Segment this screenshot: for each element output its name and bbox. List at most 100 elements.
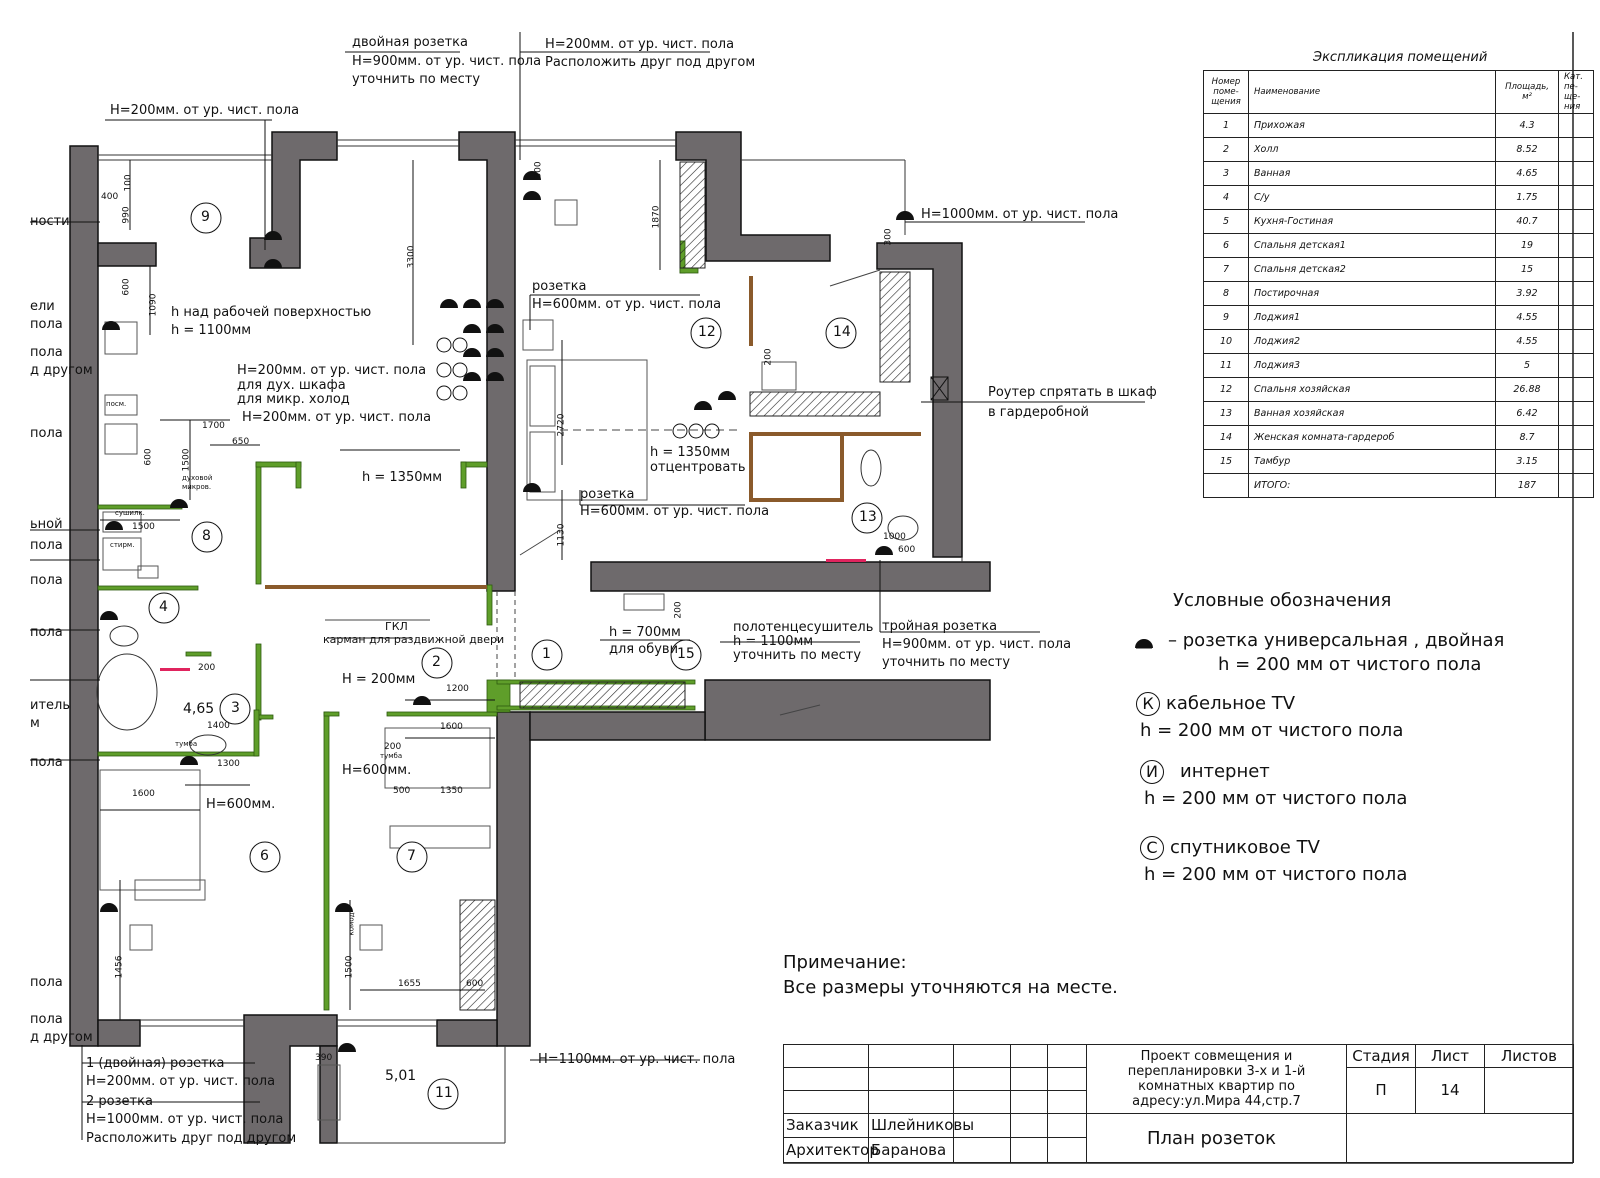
dimension-label: 600 xyxy=(143,448,154,466)
dimension-label: 3300 xyxy=(406,245,417,269)
table-cell-area: 26.88 xyxy=(1495,377,1559,402)
annotation: Н=1100мм. от ур. чист. пола xyxy=(538,1052,736,1067)
table-cell-num: 9 xyxy=(1203,305,1249,330)
clipped-annotation: ели xyxy=(30,299,55,314)
table-cell-cat xyxy=(1558,233,1594,258)
table-cell-cat xyxy=(1558,329,1594,354)
annotation: для обуви xyxy=(609,642,679,657)
table-cell-num: 6 xyxy=(1203,233,1249,258)
header-name: Наименование xyxy=(1248,70,1496,114)
table-cell-area: 4.55 xyxy=(1495,329,1559,354)
room-label-1: 1 xyxy=(542,646,551,662)
customer-label: Заказчик xyxy=(783,1113,869,1138)
customer-name: Шлейниковы xyxy=(868,1113,974,1138)
dimension-label: 600 xyxy=(466,979,484,989)
window-lines xyxy=(98,139,963,1144)
header-cat: Кат. пе-ще-ния xyxy=(1558,70,1594,114)
table-cell-area: 6.42 xyxy=(1495,401,1559,426)
annotation: Н=900мм. от ур. чист. пола xyxy=(352,54,542,69)
fixture-label: посм. xyxy=(106,400,127,408)
table-cell-num: 3 xyxy=(1203,161,1249,186)
table-cell-area: 3.92 xyxy=(1495,281,1559,306)
dimension-label: 1300 xyxy=(217,759,240,769)
clipped-annotation: м xyxy=(30,716,40,731)
legend-internet-height: h = 200 мм от чистого пола xyxy=(1144,788,1408,809)
fixture-label: тумба xyxy=(380,752,403,760)
table-cell-num: 4 xyxy=(1203,185,1249,210)
annotation: карман для раздвижной двери xyxy=(323,633,505,646)
header-area: Площадь, м² xyxy=(1495,70,1559,114)
room-markers xyxy=(148,202,883,1110)
clipped-annotation: пола xyxy=(30,345,63,360)
table-cell-num: 8 xyxy=(1203,281,1249,306)
table-cell-cat xyxy=(1558,425,1594,450)
fixture-label: духовой микров. xyxy=(182,474,213,491)
dimension-label: 1600 xyxy=(132,789,155,799)
dimension-label: 2720 xyxy=(556,413,567,437)
table-cell-cat xyxy=(1558,377,1594,402)
legend-satellite-tv-height: h = 200 мм от чистого пола xyxy=(1144,864,1408,885)
fixture-label: сушилк. xyxy=(115,509,145,517)
annotation: h = 1100мм xyxy=(733,634,814,649)
dimension-label: 1000 xyxy=(883,532,906,542)
dimension-label: 1500 xyxy=(181,448,192,472)
dimension-label: 500 xyxy=(393,786,411,796)
table-cell-name: Спальня детская2 xyxy=(1248,257,1496,282)
table-cell-cat xyxy=(1558,257,1594,282)
legend-cable-tv-label: кабельное TV xyxy=(1166,693,1296,714)
sheet-value: 14 xyxy=(1415,1067,1485,1114)
dimension-label: 600 xyxy=(898,545,916,555)
fixture-label: тумба xyxy=(175,740,198,748)
annotation: Н=600мм. xyxy=(206,797,276,812)
table-cell-cat xyxy=(1558,185,1594,210)
table-cell-cat xyxy=(1558,281,1594,306)
dimension-label: 1400 xyxy=(207,721,230,731)
dimension-label: 1200 xyxy=(446,684,469,694)
clipped-annotation: итель xyxy=(30,698,70,713)
annotation: Роутер спрятать в шкаф xyxy=(988,385,1157,400)
table-cell-area: 15 xyxy=(1495,257,1559,282)
table-cell-cat xyxy=(1558,353,1594,378)
socket-stems xyxy=(1136,640,1152,649)
table-cell-num: 7 xyxy=(1203,257,1249,282)
table-header-row: Номер поме-щения Наименование Площадь, м… xyxy=(1203,70,1594,114)
annotation: h = 1100мм xyxy=(171,323,252,338)
legend-internet-label: интернет xyxy=(1180,761,1270,782)
room-label-9: 9 xyxy=(201,209,210,225)
dimension-label: 200 xyxy=(673,601,684,619)
explication-title: Экспликация помещений xyxy=(1313,50,1488,65)
dimension-label: 1870 xyxy=(651,205,662,229)
annotation: Н=200мм. от ур. чист. пола xyxy=(237,363,427,378)
table-cell-name: Ванная хозяйская xyxy=(1248,401,1496,426)
table-cell-name: ИТОГО: xyxy=(1248,473,1496,498)
annotation: Н=600мм. от ур. чист. пола xyxy=(532,297,722,312)
dimension-label: 300 xyxy=(533,161,544,179)
room-label-2: 2 xyxy=(432,654,441,670)
annotation: 2 розетка xyxy=(86,1094,153,1109)
fixture-label: комод xyxy=(347,912,356,936)
table-cell-area: 8.7 xyxy=(1495,425,1559,450)
annotation: Н = 200мм xyxy=(342,672,416,687)
table-cell-name: Холл xyxy=(1248,137,1496,162)
annotation: отцентровать xyxy=(650,460,746,475)
table-cell-area: 19 xyxy=(1495,233,1559,258)
annotation: Расположить друг под другом xyxy=(86,1131,297,1146)
leader-lines xyxy=(30,32,1145,1140)
table-cell-area: 1.75 xyxy=(1495,185,1559,210)
room-label-4: 4 xyxy=(159,599,168,615)
socket-symbols xyxy=(100,171,1153,1052)
table-cell-num xyxy=(1203,473,1249,498)
dimension-label: 1350 xyxy=(440,786,463,796)
annotation: Н=200мм. от ур. чист. пола xyxy=(86,1074,276,1089)
table-cell-area: 40.7 xyxy=(1495,209,1559,234)
clipped-annotation: пола xyxy=(30,975,63,990)
table-cell-cat xyxy=(1558,449,1594,474)
accent-marks xyxy=(160,559,866,671)
door-swings xyxy=(325,269,881,716)
dimension-label: 990 xyxy=(121,206,132,224)
